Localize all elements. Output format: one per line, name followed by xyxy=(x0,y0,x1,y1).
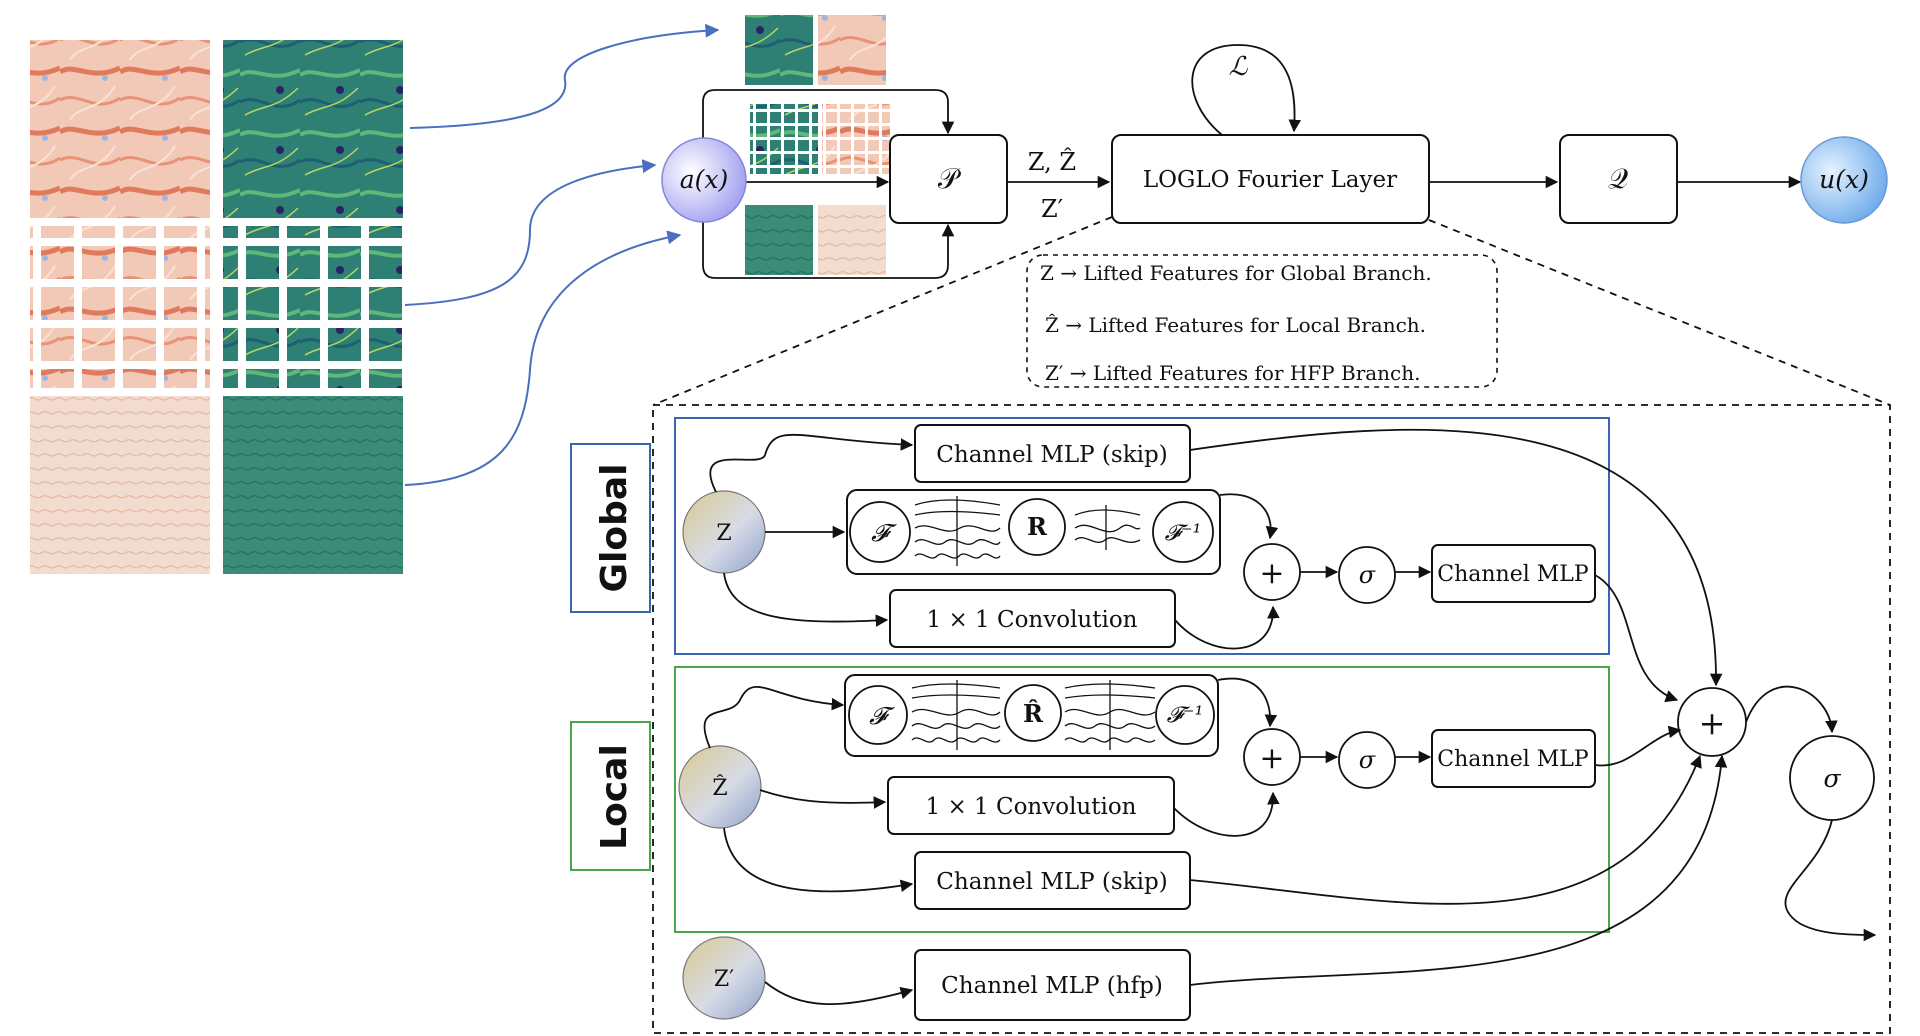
global-field-green xyxy=(223,40,403,218)
local-inverse: 𝓕⁻¹ xyxy=(1167,703,1204,728)
global-spectral-block: 𝓕 R 𝓕⁻¹ xyxy=(846,489,1221,575)
input-label: a(x) xyxy=(680,165,729,194)
svg-text:+: + xyxy=(1699,704,1726,742)
global-mlp-label: Channel MLP xyxy=(1437,562,1589,587)
local-mlp-box: Channel MLP xyxy=(1431,729,1596,788)
local-spectral-block: 𝓕 R̂ 𝓕⁻¹ xyxy=(844,674,1219,757)
local-weight: R̂ xyxy=(1023,699,1044,728)
hfp-mlp-box: Channel MLP (hfp) xyxy=(914,949,1191,1021)
global-conv-label: 1 × 1 Convolution xyxy=(927,607,1138,633)
local-wave-glyph-left xyxy=(911,680,1001,750)
local-skip-mlp: Channel MLP (skip) xyxy=(914,851,1191,910)
global-branch-frame xyxy=(674,417,1610,655)
global-mlp-box: Channel MLP xyxy=(1431,544,1596,603)
global-plus-node: + xyxy=(1243,543,1301,601)
svg-text:σ: σ xyxy=(1823,764,1841,793)
local-skip-label: Channel MLP (skip) xyxy=(936,869,1167,895)
global-z-label: Z xyxy=(716,521,731,546)
local-branch-frame xyxy=(674,666,1610,933)
input-field-panels xyxy=(30,40,403,574)
lifted-bottom-label: Z′ xyxy=(1041,195,1063,223)
global-z-node: Z xyxy=(682,490,766,574)
global-field-red xyxy=(30,40,210,218)
local-title-box: Local xyxy=(570,721,651,871)
hfp-zprime-label: Z′ xyxy=(714,967,734,992)
hfp-mlp-label: Channel MLP (hfp) xyxy=(941,973,1163,999)
global-sigma-node: σ xyxy=(1338,546,1396,604)
thumbnail-group xyxy=(745,15,890,275)
hfp-zprime-node: Z′ xyxy=(682,936,766,1020)
lift-operator-box: 𝒫 xyxy=(889,134,1008,224)
lift-label: 𝒫 xyxy=(938,162,962,195)
loglo-layer-box: LOGLO Fourier Layer xyxy=(1111,134,1430,224)
legend-box: Z → Lifted Features for Global Branch. Ẑ… xyxy=(1026,254,1498,388)
projection-operator-box: 𝒬 xyxy=(1559,134,1678,224)
svg-text:+: + xyxy=(1259,556,1284,591)
local-zhat-node: Ẑ xyxy=(678,745,762,829)
local-conv-box: 1 × 1 Convolution xyxy=(887,776,1175,835)
global-wave-glyph-left xyxy=(914,496,1001,566)
global-weight: R xyxy=(1027,512,1048,541)
loss-label: ℒ xyxy=(1229,52,1249,82)
input-node: a(x) xyxy=(661,137,747,223)
legend-line-2: Ẑ → Lifted Features for Local Branch. xyxy=(1045,313,1426,337)
local-conv-label: 1 × 1 Convolution xyxy=(926,794,1137,820)
legend-line-1: Z → Lifted Features for Global Branch. xyxy=(1040,261,1432,285)
svg-text:+: + xyxy=(1259,741,1284,776)
output-label: u(x) xyxy=(1819,165,1869,194)
loglo-detail-container xyxy=(652,404,1891,1034)
global-inverse: 𝓕⁻¹ xyxy=(1165,521,1202,546)
global-skip-mlp: Channel MLP (skip) xyxy=(914,424,1191,483)
svg-text:σ: σ xyxy=(1359,746,1376,774)
local-title: Local xyxy=(594,744,635,850)
local-zhat-label: Ẑ xyxy=(712,774,727,801)
legend-line-3: Z′ → Lifted Features for HFP Branch. xyxy=(1045,361,1421,385)
global-title-box: Global xyxy=(570,443,651,613)
global-conv-box: 1 × 1 Convolution xyxy=(889,589,1176,648)
local-sigma-node: σ xyxy=(1338,731,1396,789)
hfp-field-green xyxy=(223,396,403,574)
merge-plus-node: + xyxy=(1677,687,1747,757)
lifted-top-label: Z, Ẑ xyxy=(1028,147,1076,176)
hfp-field-red xyxy=(30,396,210,574)
global-title: Global xyxy=(594,463,635,592)
global-skip-label: Channel MLP (skip) xyxy=(936,442,1167,468)
global-wave-glyph-right xyxy=(1074,505,1141,550)
merge-sigma-node: σ xyxy=(1789,735,1875,821)
local-mlp-label: Channel MLP xyxy=(1437,747,1589,772)
loglo-label: LOGLO Fourier Layer xyxy=(1143,167,1397,193)
svg-text:σ: σ xyxy=(1359,561,1376,589)
local-wave-glyph-right xyxy=(1064,680,1156,750)
local-plus-node: + xyxy=(1243,728,1301,786)
projection-label: 𝒬 xyxy=(1608,162,1628,195)
output-node: u(x) xyxy=(1800,136,1888,224)
